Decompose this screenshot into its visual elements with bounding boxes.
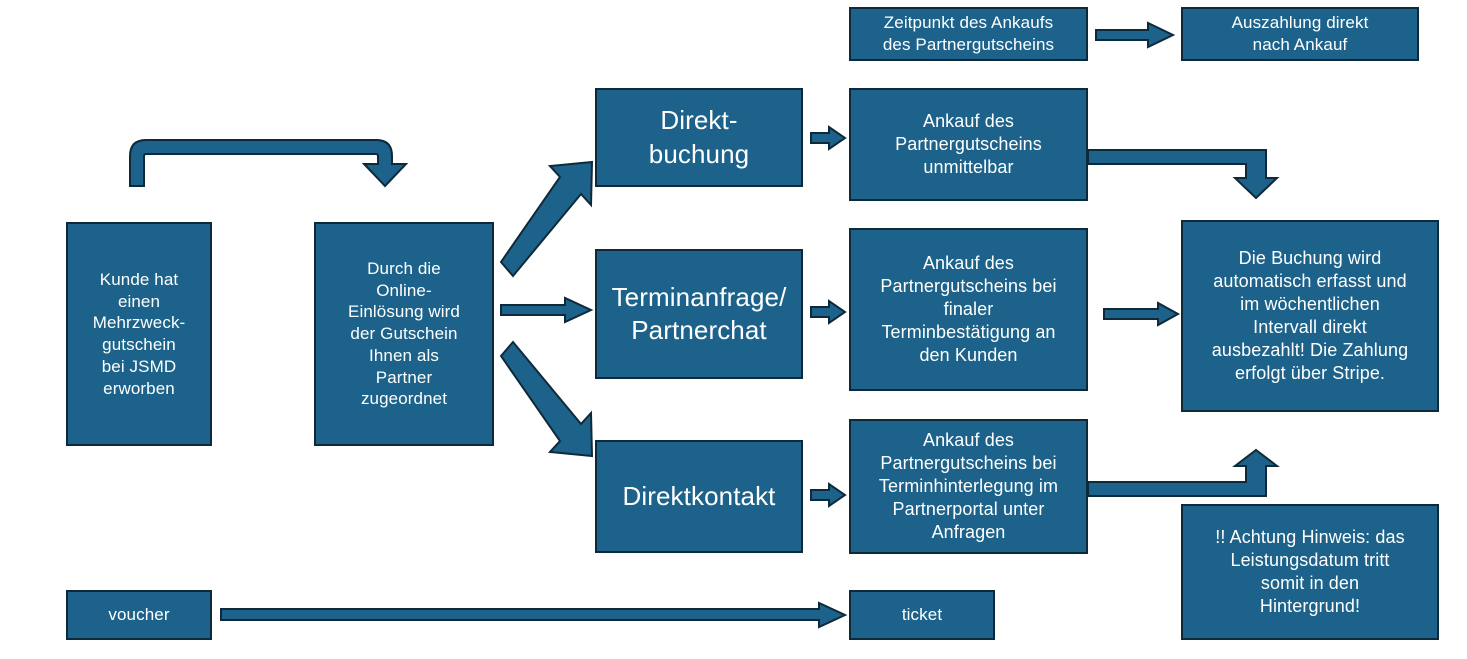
purchase-portal-to-booking-arrow <box>1087 448 1280 497</box>
purchase-immediate-to-booking-arrow <box>1087 149 1280 200</box>
direct-booking-to-purchase-arrow <box>810 125 847 151</box>
node-payout-direct[interactable]: Auszahlung direkt nach Ankauf <box>1181 7 1419 61</box>
direct-contact-to-purchase-arrow <box>810 482 847 508</box>
voucher-to-ticket-arrow <box>220 601 848 629</box>
node-online-redemption[interactable]: Durch die Online- Einlösung wird der Gut… <box>314 222 494 446</box>
node-direct-booking[interactable]: Direkt- buchung <box>595 88 803 187</box>
node-ticket[interactable]: ticket <box>849 590 995 640</box>
node-purchase-final-confirmation[interactable]: Ankauf des Partnergutscheins bei finaler… <box>849 228 1088 391</box>
node-attention-note[interactable]: !! Achtung Hinweis: das Leistungsdatum t… <box>1181 504 1439 640</box>
purchase-final-to-booking-arrow <box>1103 301 1181 327</box>
loop-back-arrow <box>129 139 409 188</box>
node-voucher[interactable]: voucher <box>66 590 212 640</box>
redemption-to-direct-contact-arrow <box>499 340 594 458</box>
node-purchase-immediate[interactable]: Ankauf des Partnergutscheins unmittelbar <box>849 88 1088 201</box>
node-purchase-appointment-portal[interactable]: Ankauf des Partnergutscheins bei Terminh… <box>849 419 1088 554</box>
node-booking-auto-payout[interactable]: Die Buchung wird automatisch erfasst und… <box>1181 220 1439 412</box>
redemption-to-direct-booking-arrow <box>499 160 594 278</box>
node-customer-voucher[interactable]: Kunde hat einen Mehrzweck- gutschein bei… <box>66 222 212 446</box>
purchase-time-to-payout-arrow <box>1095 21 1176 49</box>
node-appointment-request[interactable]: Terminanfrage/ Partnerchat <box>595 249 803 379</box>
redemption-to-appointment-arrow <box>500 296 594 324</box>
node-purchase-time[interactable]: Zeitpunkt des Ankaufs des Partnergutsche… <box>849 7 1088 61</box>
node-direct-contact[interactable]: Direktkontakt <box>595 440 803 553</box>
appointment-to-purchase-arrow <box>810 299 847 325</box>
